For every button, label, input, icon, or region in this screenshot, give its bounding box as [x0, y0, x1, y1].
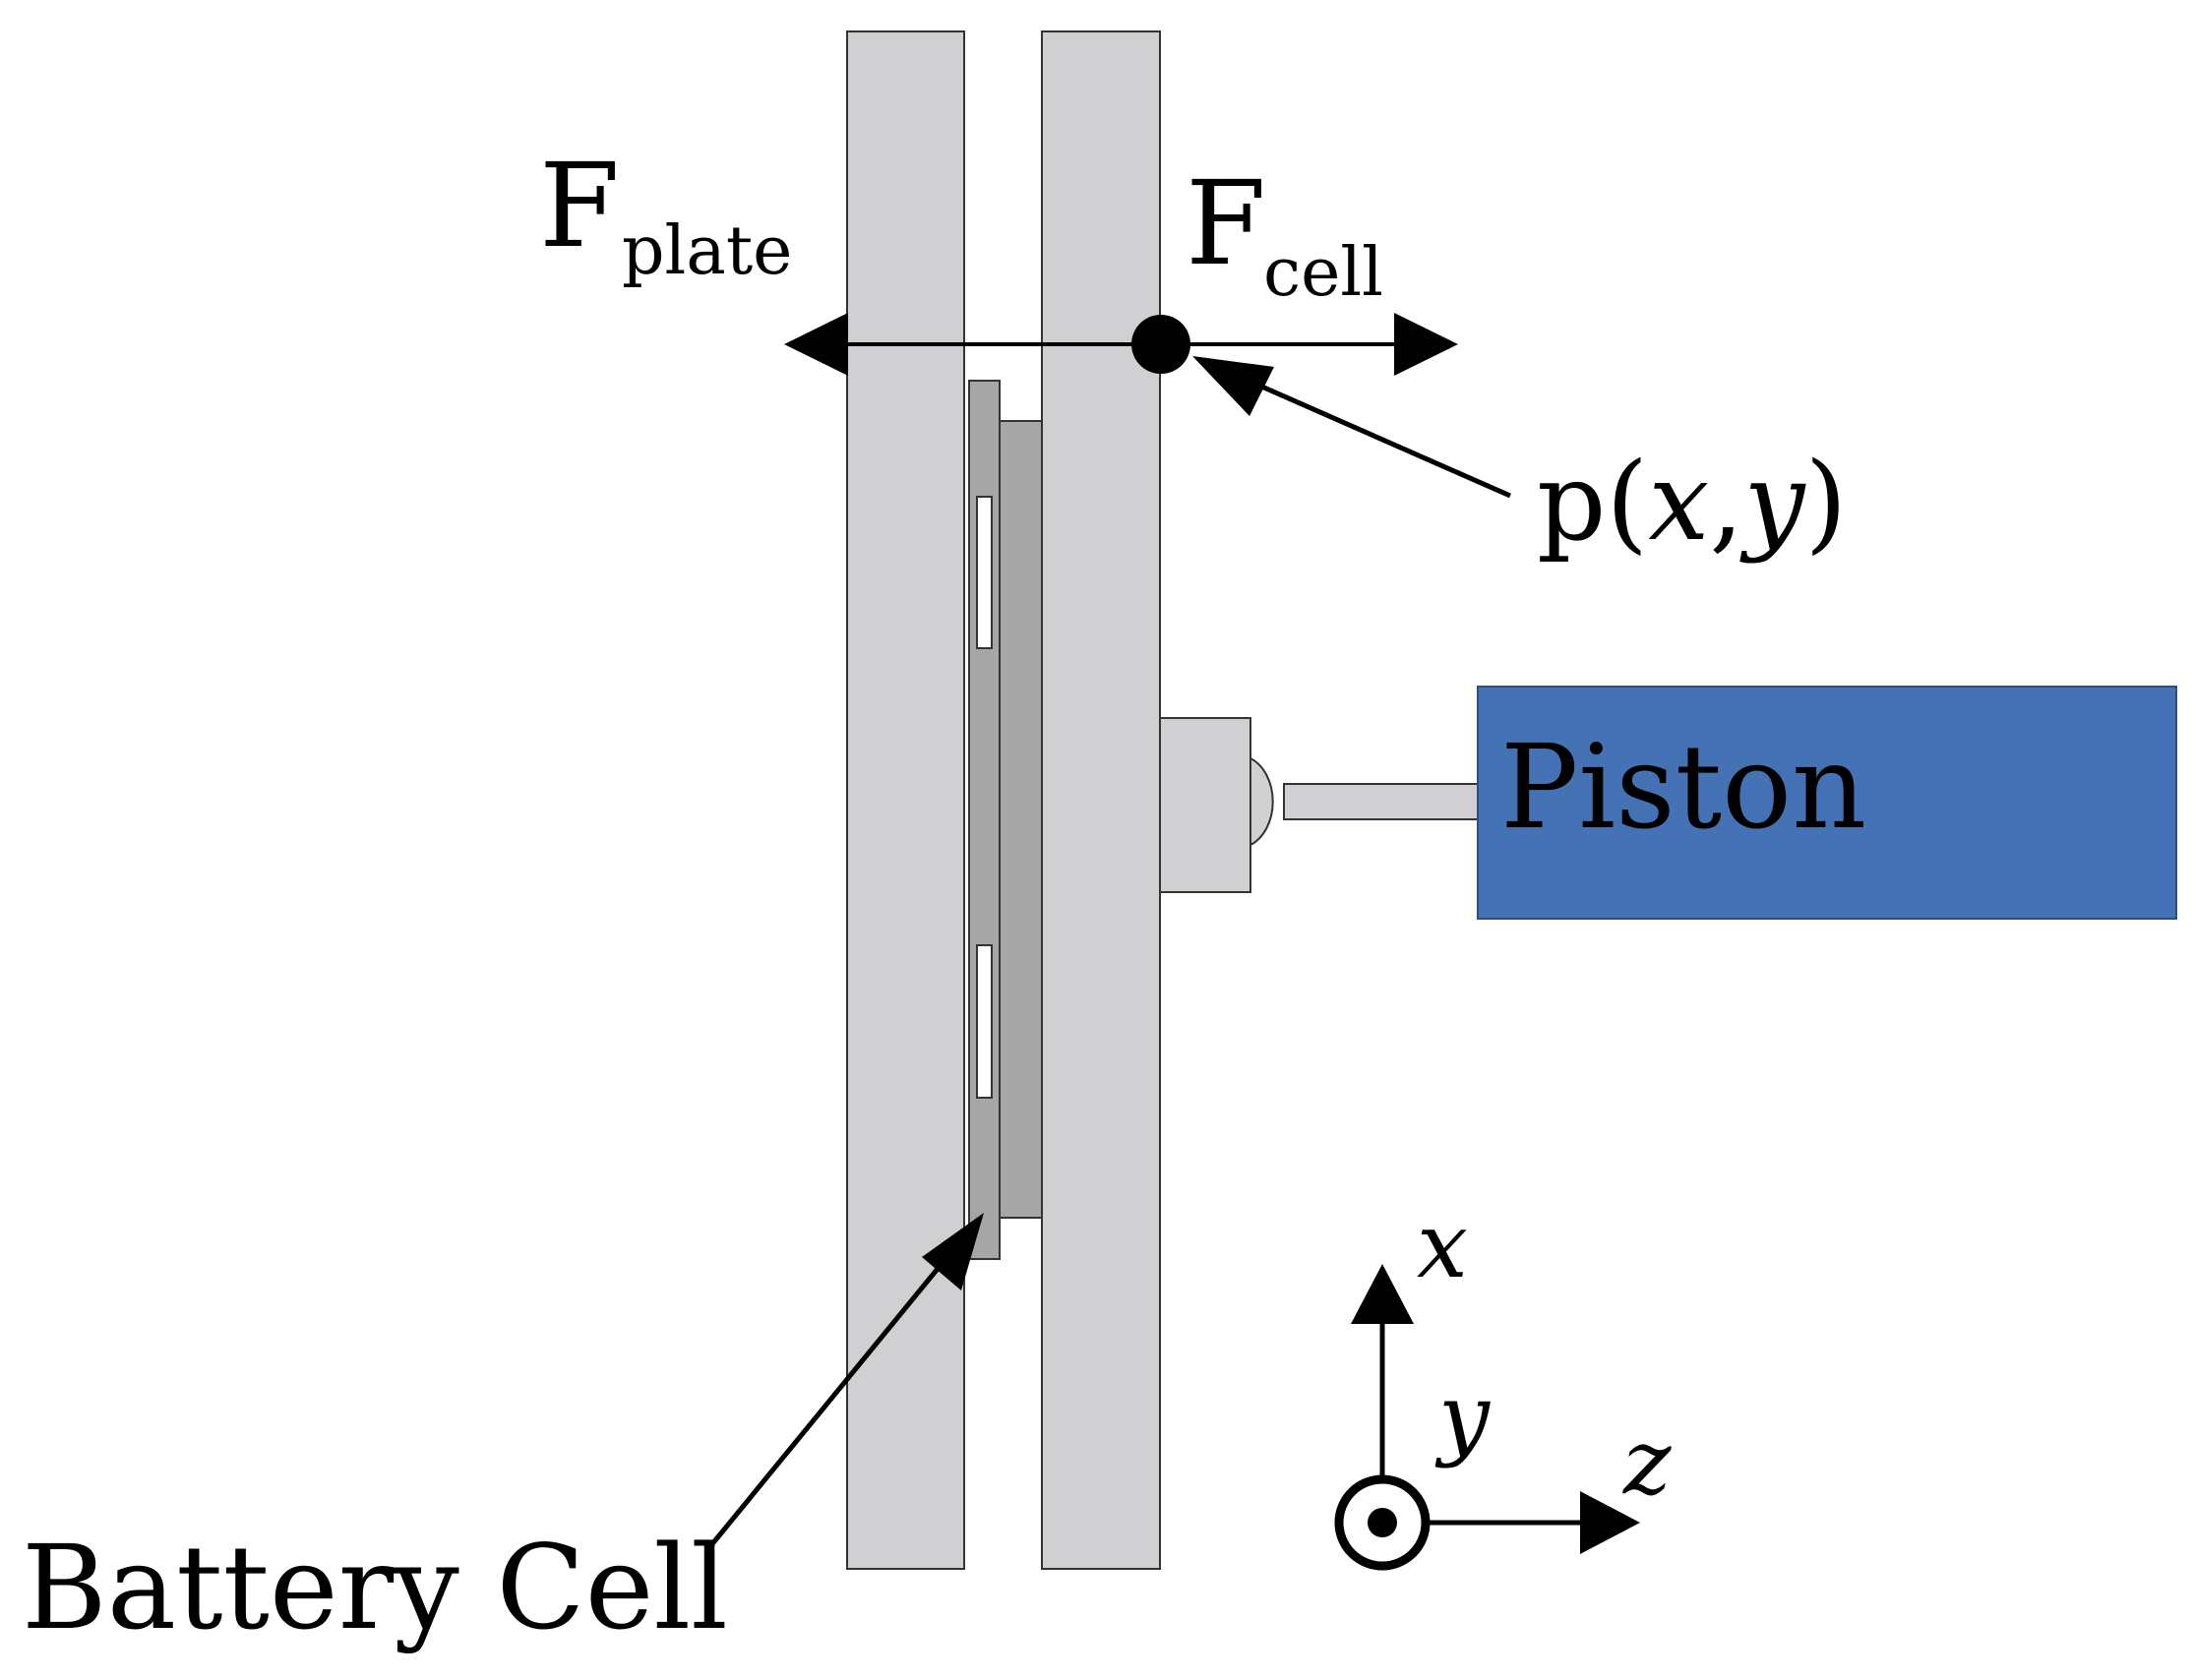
- axis-label-z: z: [1622, 1410, 1672, 1515]
- piston-mount-block: [1159, 717, 1251, 893]
- battery-cell-pointer-arrowhead: [922, 1213, 984, 1290]
- y-axis-dot: [1368, 1508, 1397, 1537]
- piston-joint: [1249, 756, 1274, 847]
- f-cell-label-sub: cell: [1263, 234, 1383, 312]
- point-pointer-line: [1240, 375, 1512, 499]
- cell-tab-bottom: [976, 944, 993, 1099]
- battery-cell-body: [997, 420, 1043, 1219]
- point-label-prefix: p(: [1537, 439, 1648, 565]
- point-label-y: y: [1738, 439, 1806, 565]
- piston-rod: [1283, 783, 1480, 820]
- battery-cell-pointer-line: [704, 1262, 944, 1553]
- point-label: p(x,y): [1537, 439, 1847, 565]
- piston-label: Piston: [1500, 719, 1866, 855]
- left-plate: [846, 30, 965, 1570]
- axis-label-x: x: [1417, 1193, 1468, 1298]
- right-plate: [1041, 30, 1161, 1570]
- point-label-x: x: [1648, 439, 1709, 565]
- point-pointer-arrowhead: [1192, 356, 1274, 416]
- point-label-suffix: ): [1805, 439, 1848, 565]
- piston-body: [1477, 686, 2177, 920]
- contact-point: [1131, 315, 1190, 374]
- f-cell-label-main: F: [1186, 155, 1266, 291]
- f-cell-arrowhead: [1394, 313, 1458, 376]
- z-axis-arrowhead: [1580, 1491, 1640, 1554]
- x-axis-arrowhead: [1351, 1264, 1414, 1324]
- cell-tab-top: [976, 496, 993, 649]
- f-plate-label-main: F: [539, 138, 620, 273]
- point-label-comma: ,: [1709, 439, 1743, 565]
- axis-label-y: y: [1434, 1364, 1491, 1470]
- battery-cell-label: Battery Cell: [22, 1520, 728, 1655]
- f-plate-label-sub: plate: [622, 212, 792, 290]
- f-plate-arrowhead: [784, 313, 848, 376]
